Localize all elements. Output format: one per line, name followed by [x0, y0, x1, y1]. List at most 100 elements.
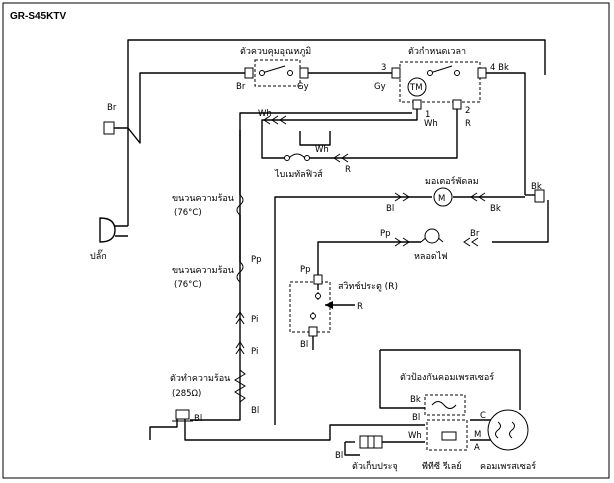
- wire-bl-fan: [274, 196, 432, 425]
- label-bl-cap: Bl: [335, 451, 343, 461]
- label-br-lamp: Br: [470, 229, 480, 239]
- heater-coil-2-temp: (76°C): [174, 280, 202, 290]
- wire-cap-bl: [344, 442, 360, 456]
- timer-pin-a: [427, 70, 433, 76]
- label-bk-right: Bk: [531, 182, 542, 192]
- fuse-pin-a: [284, 155, 290, 161]
- timer-box: [399, 61, 481, 103]
- plug-label: ปลั๊ก: [90, 249, 107, 262]
- heater-resistor: [234, 369, 246, 403]
- label-t4bk: 4 Bk: [490, 63, 509, 73]
- wire-top-loop: [127, 39, 546, 128]
- timer-label: ตัวกำหนดเวลา: [408, 46, 466, 57]
- label-pp-coil: Pp: [251, 255, 262, 265]
- label-tm: TM: [409, 83, 423, 93]
- timer-pin-b: [454, 70, 460, 76]
- wire-bk-ol: [379, 350, 425, 409]
- label-m-relay: M: [474, 430, 481, 440]
- plug-terminal-bk: [534, 189, 545, 203]
- switch-pin-b: [310, 313, 316, 319]
- arrows-wh-top: [263, 115, 287, 125]
- switch-pin-a: [315, 293, 321, 299]
- wire-ol-top: [380, 349, 521, 410]
- lamp-label: หลอดไฟ: [414, 251, 448, 262]
- arrows-bk-fan: [470, 192, 486, 202]
- arrows-bl-fan: [394, 192, 410, 202]
- lamp-glass: [424, 228, 440, 244]
- diagram-border: [2, 2, 610, 479]
- capacitor-plates: [367, 436, 375, 448]
- fan-motor-circle: [433, 187, 453, 207]
- label-bl-fan: Bl: [386, 204, 394, 214]
- label-pi-1: Pi: [251, 315, 258, 325]
- fuse-arc: [288, 153, 306, 159]
- label-bl-heater: Bl: [251, 406, 259, 416]
- wire-bl-relay: [184, 418, 425, 441]
- overload-element: [431, 401, 457, 409]
- wire-wh-fuse: [261, 100, 418, 159]
- plug-prongs: [115, 128, 129, 237]
- label-gy-thermo: Gy: [297, 82, 309, 92]
- label-r-switch: R: [357, 302, 363, 312]
- relay-element: [441, 431, 457, 441]
- ground-terminal: [175, 409, 190, 420]
- thermostat-label: ตัวควบคุมอุณหภูมิ: [240, 46, 311, 57]
- heater-label: ตัวทำความร้อน: [170, 373, 230, 384]
- timer-terminal-1: [412, 99, 422, 110]
- fuse-pin-b: [304, 155, 310, 161]
- thermostat-pin-b: [287, 70, 293, 76]
- label-pi-2: Pi: [251, 347, 258, 357]
- label-bl-switch: Bl: [300, 340, 308, 350]
- label-r-fuse: R: [345, 165, 351, 175]
- label-a: A: [474, 443, 480, 453]
- label-br-thermo: Br: [236, 82, 246, 92]
- heater-coil-2-label: ขนวนความร้อน: [172, 265, 234, 276]
- capacitor-label: ตัวเก็บประจุ: [352, 459, 398, 472]
- relay-label: พีทีซี รีเลย์: [422, 460, 462, 472]
- switch-actuator: [325, 301, 333, 309]
- label-bl-relay: Bl: [412, 413, 420, 423]
- label-r-timer: R: [465, 119, 471, 129]
- wire-heater-bl: [190, 410, 241, 421]
- connector-pi-1: [235, 311, 245, 325]
- arrows-pp-lamp: [394, 237, 410, 247]
- wire-pp-lamp: [317, 241, 421, 275]
- label-pp-switch: Pp: [300, 265, 311, 275]
- switch-terminal-top: [313, 274, 323, 285]
- label-wh-top: Wh: [258, 109, 272, 119]
- label-pp-lamp: Pp: [380, 229, 391, 239]
- label-gy-timer: Gy: [374, 82, 386, 92]
- timer-terminal-4: [477, 67, 487, 79]
- door-switch-box: [289, 281, 331, 333]
- wire-r-fuse: [307, 100, 458, 159]
- plug-terminal-br: [103, 121, 115, 135]
- label-t2: 2: [465, 106, 470, 116]
- plug-icon: [99, 217, 116, 243]
- label-bk-fan: Bk: [490, 204, 501, 214]
- label-wh-fuse: Wh: [315, 145, 329, 155]
- label-wh-timer: Wh: [424, 119, 438, 129]
- label-br-left: Br: [107, 103, 117, 113]
- label-bl-ground: Bl: [194, 414, 202, 424]
- heater-value: (285Ω): [172, 389, 201, 399]
- wire-fuse-loop: [299, 131, 331, 146]
- model-title: GR-S45KTV: [10, 11, 66, 22]
- wire-ground: [149, 418, 178, 440]
- timer-contact: [429, 65, 453, 74]
- timer-terminal-2: [452, 99, 462, 110]
- thermostat-pin-a: [259, 70, 265, 76]
- arrows-br-lamp: [463, 237, 479, 247]
- connector-pi-2: [235, 341, 245, 355]
- arrows-r-fuse: [333, 153, 349, 163]
- label-c: C: [480, 411, 486, 421]
- timer-terminal-3: [391, 67, 401, 79]
- fan-motor-label: มอเตอร์พัดลม: [425, 175, 479, 187]
- relay-box: [426, 419, 468, 451]
- wire-br-thermostat: [113, 72, 245, 144]
- timer-motor: [407, 77, 427, 97]
- fuse-label: ไบเมทัลฟิวส์: [274, 168, 323, 180]
- compressor-label: คอมเพรสเซอร์: [480, 460, 536, 472]
- label-bk-ol: Bk: [410, 395, 421, 405]
- label-fan-m: M: [438, 194, 445, 204]
